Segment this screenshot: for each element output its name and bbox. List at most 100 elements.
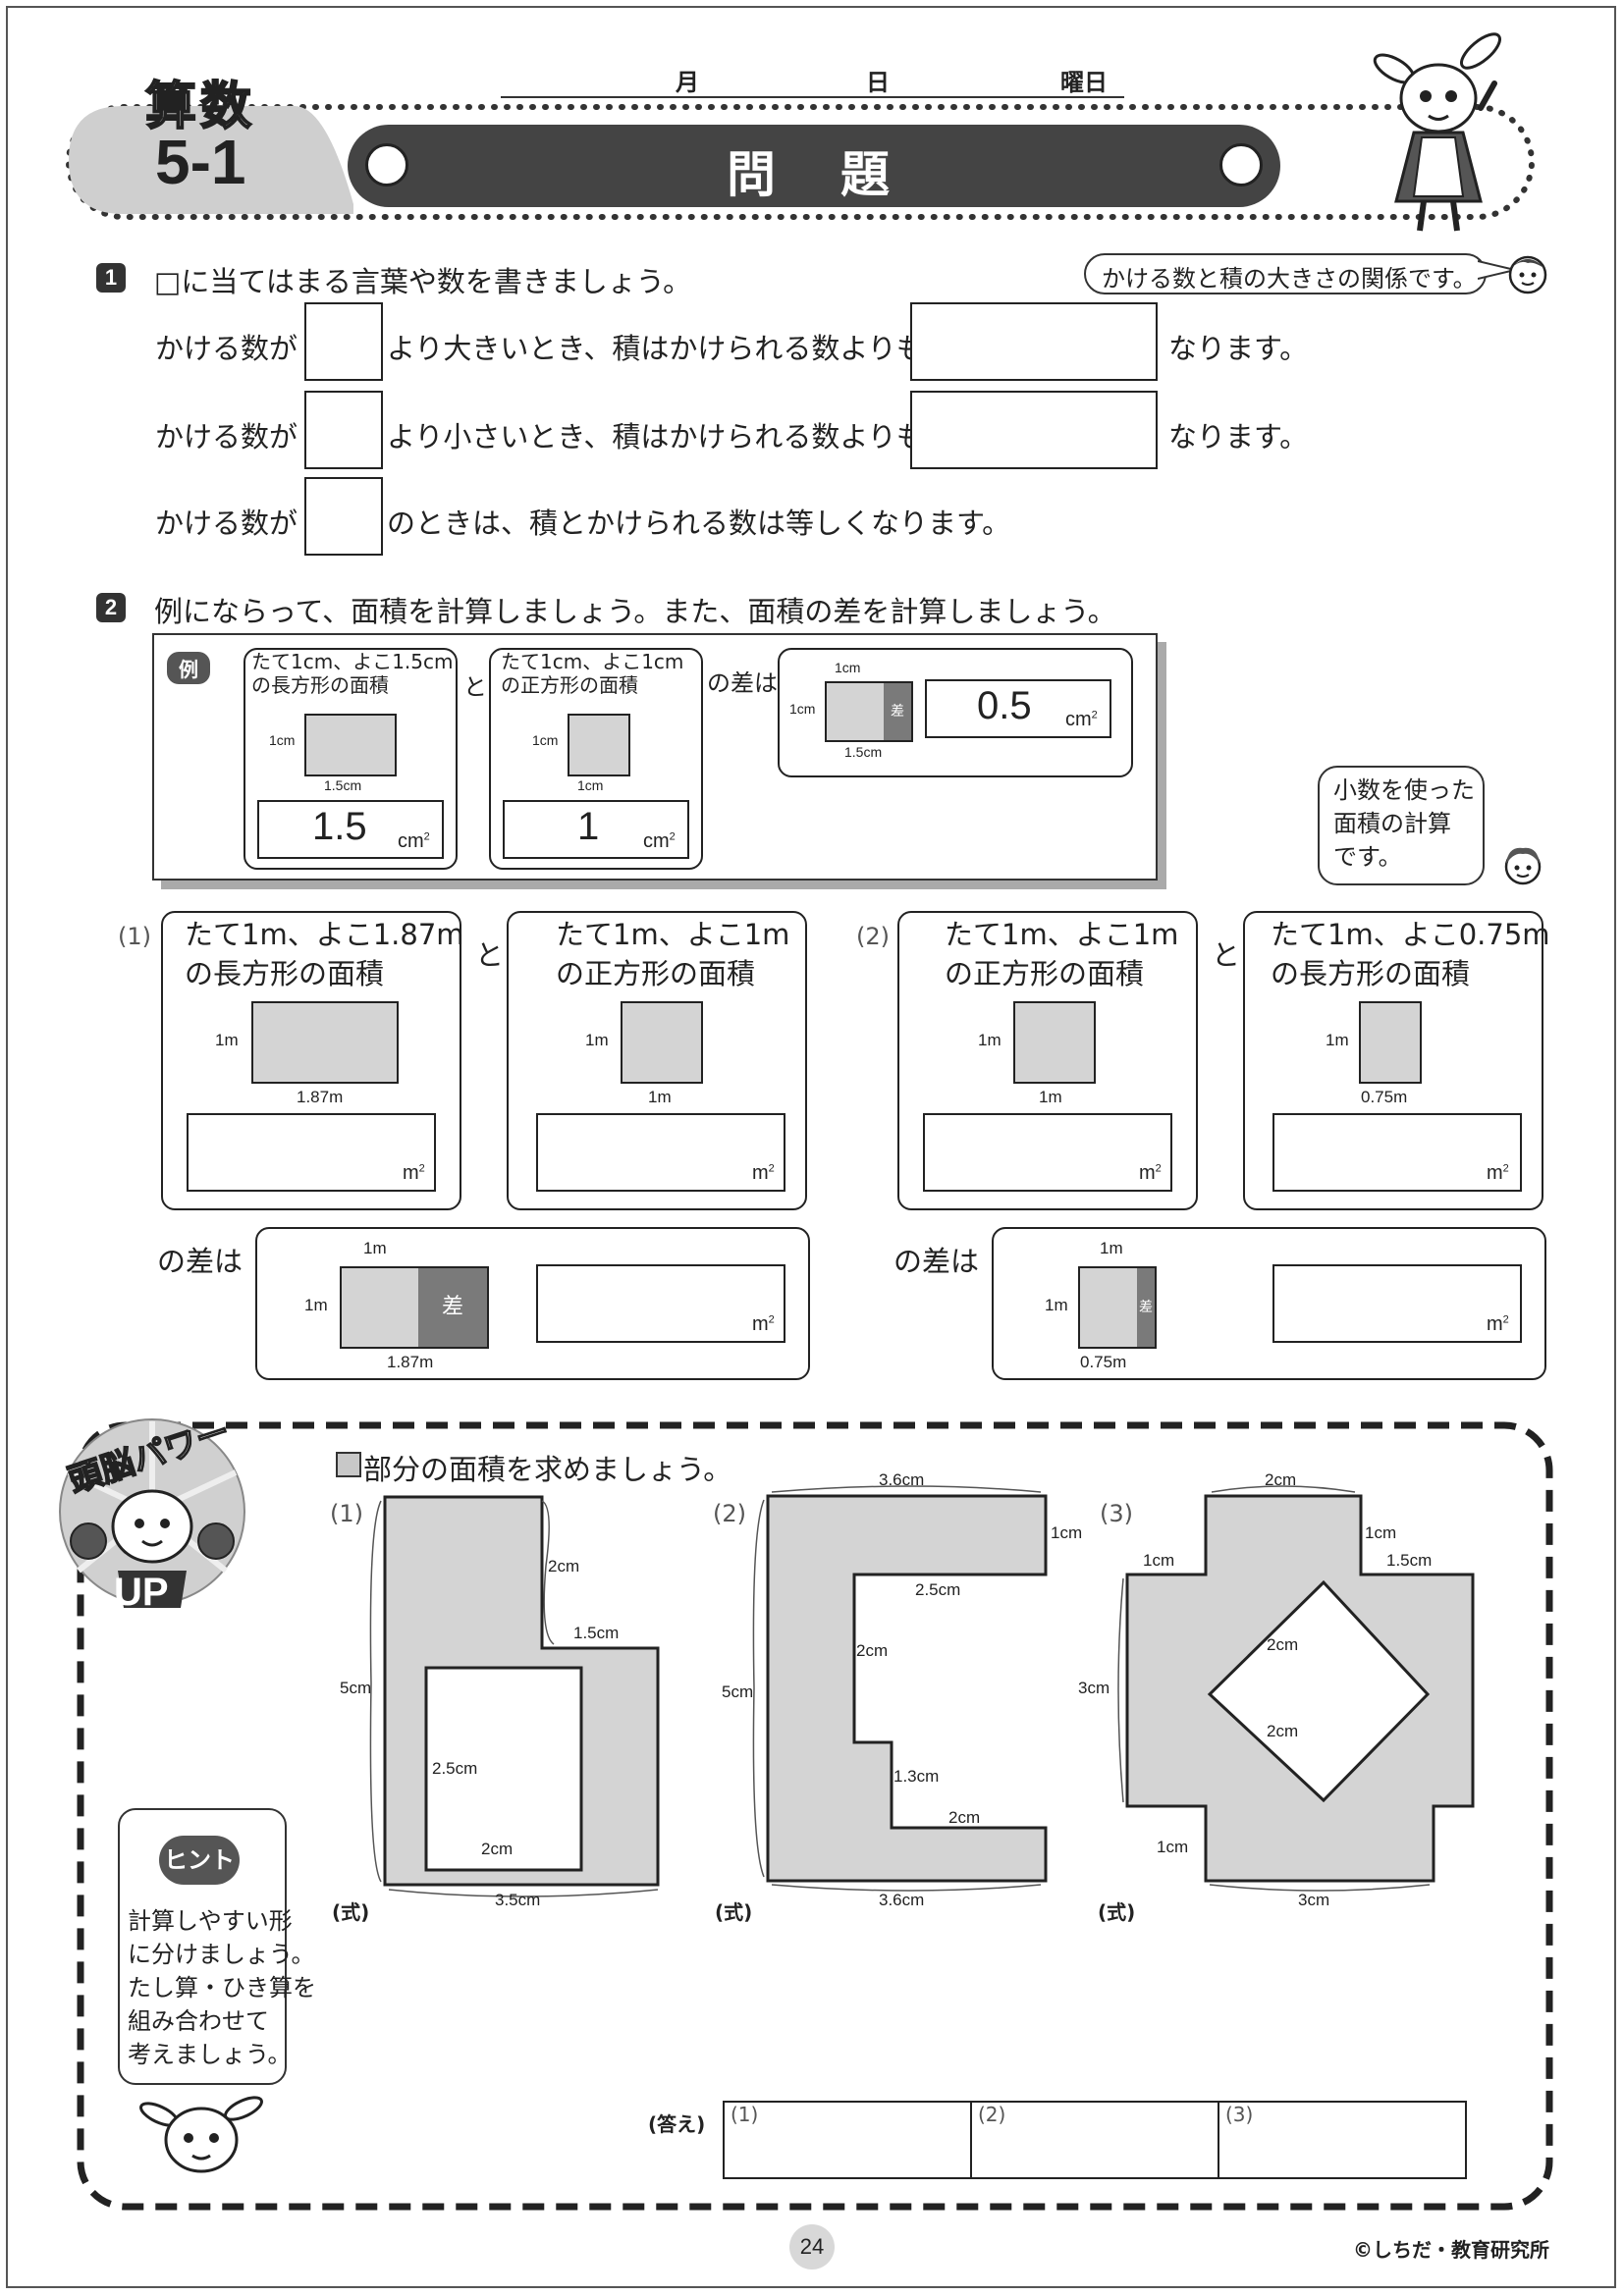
q1-line1-prefix: かける数が: [155, 332, 298, 365]
page-title: 問 題: [727, 146, 897, 203]
goat-head-icon: [139, 2096, 263, 2173]
p2-diff-mark: 差: [1137, 1266, 1157, 1349]
p2-b-unit: m2: [1487, 1162, 1509, 1184]
p1-a-height: 1m: [215, 1031, 239, 1049]
fig2-shape: [752, 1485, 1048, 1892]
p2-a-answer-box[interactable]: [923, 1113, 1172, 1192]
q1-line2-blank-number[interactable]: [304, 391, 383, 469]
example-diff-label: の差は: [707, 669, 778, 697]
answer-3-label: (3): [1225, 2103, 1254, 2126]
example-diff-width: 1.5cm: [844, 744, 883, 760]
p2-a-unit: m2: [1139, 1162, 1162, 1184]
fig3-d3: 1cm: [1143, 1551, 1175, 1570]
fig3-d2: 1cm: [1365, 1523, 1397, 1542]
fig3-d4: 1.5cm: [1386, 1551, 1433, 1570]
p1-diff-square: [340, 1266, 422, 1349]
q2-hint-text: 小数を使った面積の計算です。: [1333, 776, 1475, 871]
fig1-d2: 1.5cm: [573, 1624, 620, 1642]
fig3-d8: 1cm: [1157, 1838, 1189, 1856]
answer-box-3[interactable]: [1218, 2101, 1467, 2179]
month-label: 月: [676, 69, 699, 96]
answer-2-label: (2): [978, 2103, 1006, 2126]
fig3-d6: 2cm: [1267, 1635, 1299, 1654]
unit-tab-shape: [69, 106, 353, 214]
p1-diff-label: の差は: [157, 1245, 244, 1278]
fig3-formula-label: (式): [1098, 1900, 1136, 1924]
hint-badge: ヒント: [159, 1836, 240, 1885]
p1-a-rect: [251, 1001, 399, 1084]
q1-line2-blank-word[interactable]: [910, 391, 1158, 469]
brain-power-badge: [59, 1418, 245, 1608]
banner-hole-right: [1219, 143, 1263, 187]
q1-line1-blank-number[interactable]: [304, 302, 383, 381]
q1-line3-middle: のときは、積とかけられる数は等しくなります。: [387, 507, 1011, 540]
question-1-instruction: □に当てはまる言葉や数を書きましょう。: [154, 265, 692, 298]
fig2-d3: 2.5cm: [915, 1580, 961, 1599]
part1-number: (1): [118, 923, 151, 950]
p1-diff-width: 1.87m: [387, 1353, 434, 1371]
goat-mascot-illustration: [1373, 32, 1501, 232]
fig2-d7: 2cm: [948, 1808, 981, 1827]
p2-diff-answer-box[interactable]: [1272, 1264, 1522, 1343]
p2-b-height: 1m: [1326, 1031, 1349, 1049]
p1-diff-mark: 差: [418, 1266, 489, 1349]
subject-label: 算数: [144, 78, 256, 136]
fig1-d1: 2cm: [548, 1557, 580, 1575]
fig1-d4: 2.5cm: [432, 1759, 478, 1778]
day-label: 日: [866, 69, 890, 96]
weekday-label: 曜日: [1060, 69, 1108, 96]
q1-line2-suffix: なります。: [1168, 420, 1309, 454]
example-right-value: 1: [577, 805, 600, 848]
p1-diff-unit: m2: [752, 1313, 775, 1335]
p1-joiner: と: [475, 938, 505, 972]
p1-diff-top: 1m: [363, 1239, 387, 1257]
example-diff-unit: cm2: [1065, 709, 1098, 730]
p2-b-answer-box[interactable]: [1272, 1113, 1522, 1192]
q1-line3-blank-number[interactable]: [304, 477, 383, 556]
date-line: [501, 96, 1124, 98]
p2-a-square: [1013, 1001, 1096, 1084]
fig2-d1: 3.6cm: [879, 1470, 925, 1489]
example-right-unit: cm2: [643, 830, 676, 852]
example-right-height: 1cm: [532, 732, 559, 748]
question-2-instruction: 例にならって、面積を計算しましょう。また、面積の差を計算しましょう。: [154, 595, 1116, 628]
q1-line1-blank-word[interactable]: [910, 302, 1158, 381]
p2-a-height: 1m: [978, 1031, 1001, 1049]
fig1-d5: 2cm: [481, 1840, 514, 1858]
p1-b-answer-box[interactable]: [536, 1113, 785, 1192]
p1-diff-answer-box[interactable]: [536, 1264, 785, 1343]
fig3-d1: 2cm: [1265, 1470, 1297, 1489]
example-left-height: 1cm: [269, 732, 296, 748]
example-diff-height: 1cm: [789, 701, 816, 717]
example-left-answer-box: [257, 800, 444, 859]
answer-box-1[interactable]: [723, 2101, 972, 2179]
q2-hint-bubble: [1318, 766, 1485, 885]
example-label: 例: [167, 652, 210, 684]
fig2-d4: 2cm: [856, 1641, 889, 1660]
example-left-unit: cm2: [398, 830, 430, 852]
p2-b-rect: [1359, 1001, 1422, 1084]
example-right-answer-box: [503, 800, 689, 859]
p2-diff-height: 1m: [1045, 1296, 1068, 1314]
brain-section-dashed-border: [77, 1421, 1553, 2211]
header-dotted-border: [66, 104, 1535, 220]
boy-face-icon: [1508, 255, 1547, 294]
p1-a-answer-box[interactable]: [187, 1113, 436, 1192]
p2-diff-label: の差は: [893, 1245, 980, 1278]
p1-b-square: [621, 1001, 703, 1084]
p1-b-unit: m2: [752, 1162, 775, 1184]
fig2-d6: 1.3cm: [893, 1767, 940, 1786]
q1-line2-prefix: かける数が: [155, 420, 298, 454]
example-left-value: 1.5: [312, 805, 367, 848]
answer-box-2[interactable]: [970, 2101, 1219, 2179]
fig2-number: (2): [713, 1500, 746, 1527]
fig3-shape: [1117, 1485, 1475, 1892]
p1-a-unit: m2: [403, 1162, 425, 1184]
banner-hole-left: [365, 143, 408, 187]
example-right-width: 1cm: [577, 777, 604, 793]
gray-square-icon: [336, 1452, 361, 1477]
fig3-d5: 3cm: [1078, 1679, 1110, 1697]
